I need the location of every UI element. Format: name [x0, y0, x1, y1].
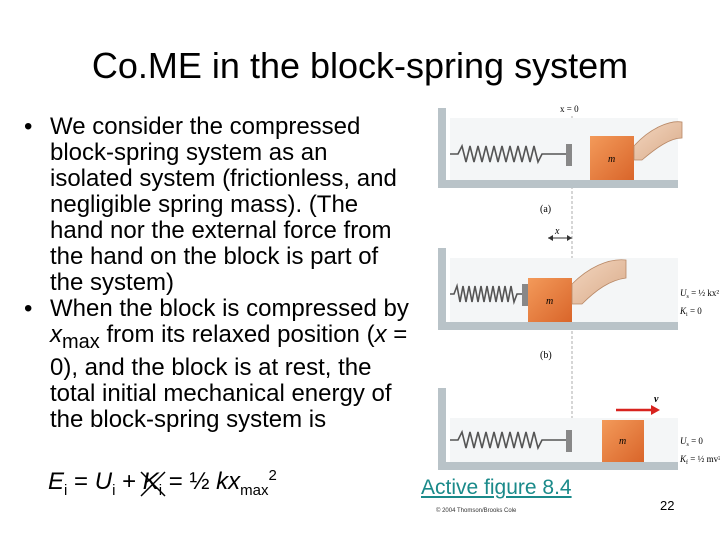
- energy-formula: Ei = Ui + Ki = ½ kxmax2: [48, 462, 277, 505]
- spring-plate-a: [566, 144, 572, 166]
- spring-plate-c: [566, 430, 572, 452]
- panel-b: x m (b) Us = ½ kx² Ki = 0: [438, 226, 719, 361]
- spring-a: [450, 143, 566, 165]
- energy-b-line2: Ki = 0: [679, 306, 702, 318]
- block-a: [590, 136, 634, 180]
- x-zero-label: x = 0: [560, 104, 579, 114]
- block-b: [528, 278, 572, 322]
- copyright-text: © 2004 Thomson/Brooks Cole: [436, 507, 517, 514]
- velocity-label: v: [654, 394, 659, 405]
- x-marker: x: [554, 226, 560, 237]
- energy-c-line2: Kf = ½ mv²: [679, 454, 720, 466]
- floor-b: [438, 322, 678, 330]
- bullet-text-after: = 0), and the block is at rest, the tota…: [50, 321, 408, 433]
- var-x-sub: max: [62, 330, 100, 353]
- bullet-item-2: • When the block is compressed by xmax f…: [24, 296, 414, 433]
- block-spring-figure: x = 0 m (a) x m (b) Us = ½ kx² Ki = 0 v: [436, 104, 720, 514]
- floor-c: [438, 462, 678, 470]
- formula-E-sub: i: [64, 481, 68, 499]
- energy-b-line1: Us = ½ kx²: [680, 288, 719, 300]
- bullet-marker: •: [24, 295, 33, 322]
- wall-c: [438, 388, 446, 470]
- formula-U-sub: i: [112, 481, 116, 499]
- block-a-label: m: [608, 154, 615, 165]
- floor-a: [438, 180, 678, 188]
- energy-c-line1: Us = 0: [680, 436, 703, 448]
- page-number: 22: [660, 498, 675, 513]
- formula-K-struck: Ki: [140, 468, 166, 505]
- x-arrow-left-icon: [548, 235, 553, 241]
- spring-b: [450, 283, 522, 305]
- formula-plus: +: [115, 468, 143, 495]
- wall-a: [438, 108, 446, 188]
- spring-plate-b: [522, 284, 528, 306]
- bullet-list: • We consider the compressed block-sprin…: [24, 114, 414, 433]
- bullet-item-1: • We consider the compressed block-sprin…: [24, 114, 414, 296]
- formula-kx: kx: [216, 468, 241, 495]
- bullet-text-before: When the block is compressed by: [50, 295, 409, 322]
- formula-K: K: [142, 468, 159, 495]
- slide-title: Co.ME in the block-spring system: [91, 45, 629, 86]
- panel-b-label: (b): [540, 350, 552, 361]
- formula-eq2: = ½: [162, 468, 217, 495]
- formula-eq1: =: [67, 468, 95, 495]
- bullet-text-mid: from its relaxed position (: [99, 321, 375, 348]
- block-c: [602, 420, 644, 462]
- formula-kx-sub: max: [240, 481, 269, 499]
- var-x-2: x: [374, 321, 387, 348]
- spring-c: [450, 429, 566, 451]
- velocity-arrow-icon: [651, 405, 660, 415]
- formula-E: E: [48, 468, 65, 495]
- block-b-label: m: [546, 296, 553, 307]
- hand-icon: [571, 259, 627, 305]
- bullet-marker: •: [24, 113, 33, 140]
- hand-icon: [633, 121, 683, 161]
- formula-kx-sup: 2: [268, 467, 277, 484]
- panel-c: v m Us = 0 Kf = ½ mv²: [438, 388, 720, 470]
- x-arrow-right-icon: [567, 235, 572, 241]
- block-c-label: m: [619, 436, 626, 447]
- var-x: x: [50, 321, 62, 348]
- formula-K-sub: i: [158, 481, 163, 499]
- formula-U: U: [94, 468, 113, 495]
- panel-a: m (a): [438, 108, 683, 215]
- active-figure-link[interactable]: Active figure 8.4: [421, 476, 572, 499]
- wall-b: [438, 248, 446, 330]
- bullet-text: We consider the compressed block-spring …: [50, 113, 397, 296]
- panel-a-label: (a): [540, 204, 551, 215]
